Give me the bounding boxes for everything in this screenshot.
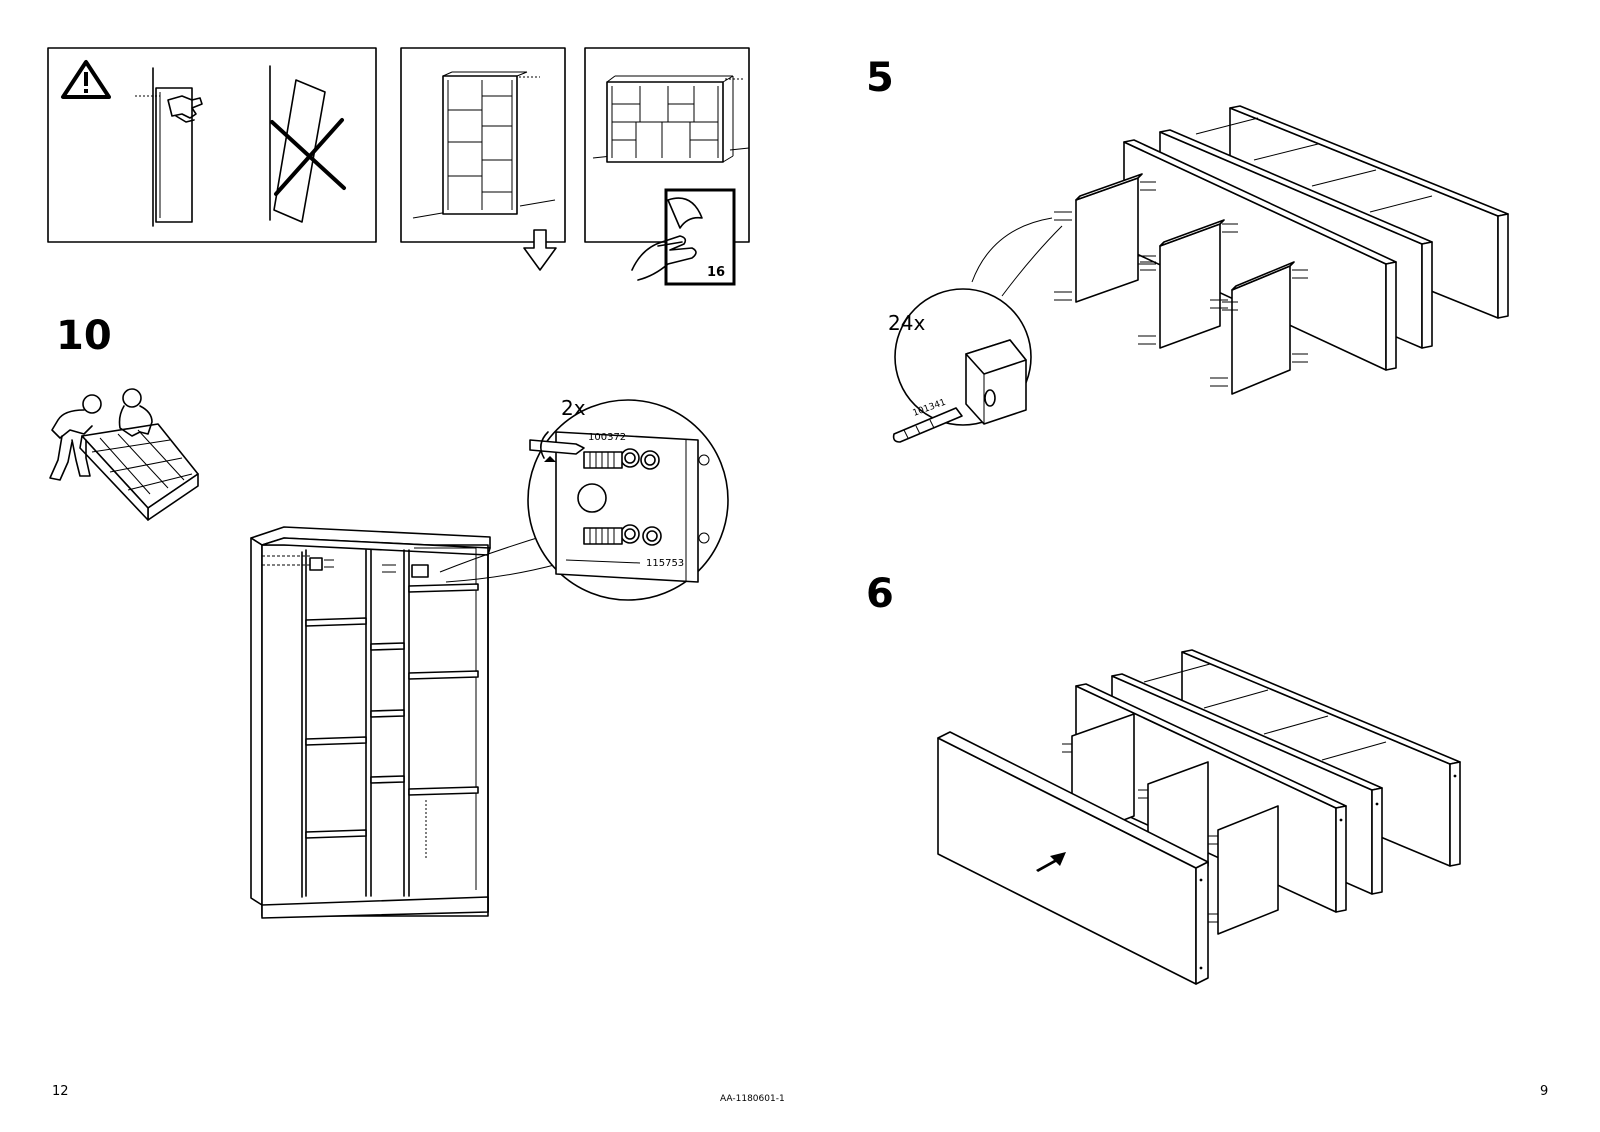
page-number-right: 9	[1540, 1084, 1548, 1099]
